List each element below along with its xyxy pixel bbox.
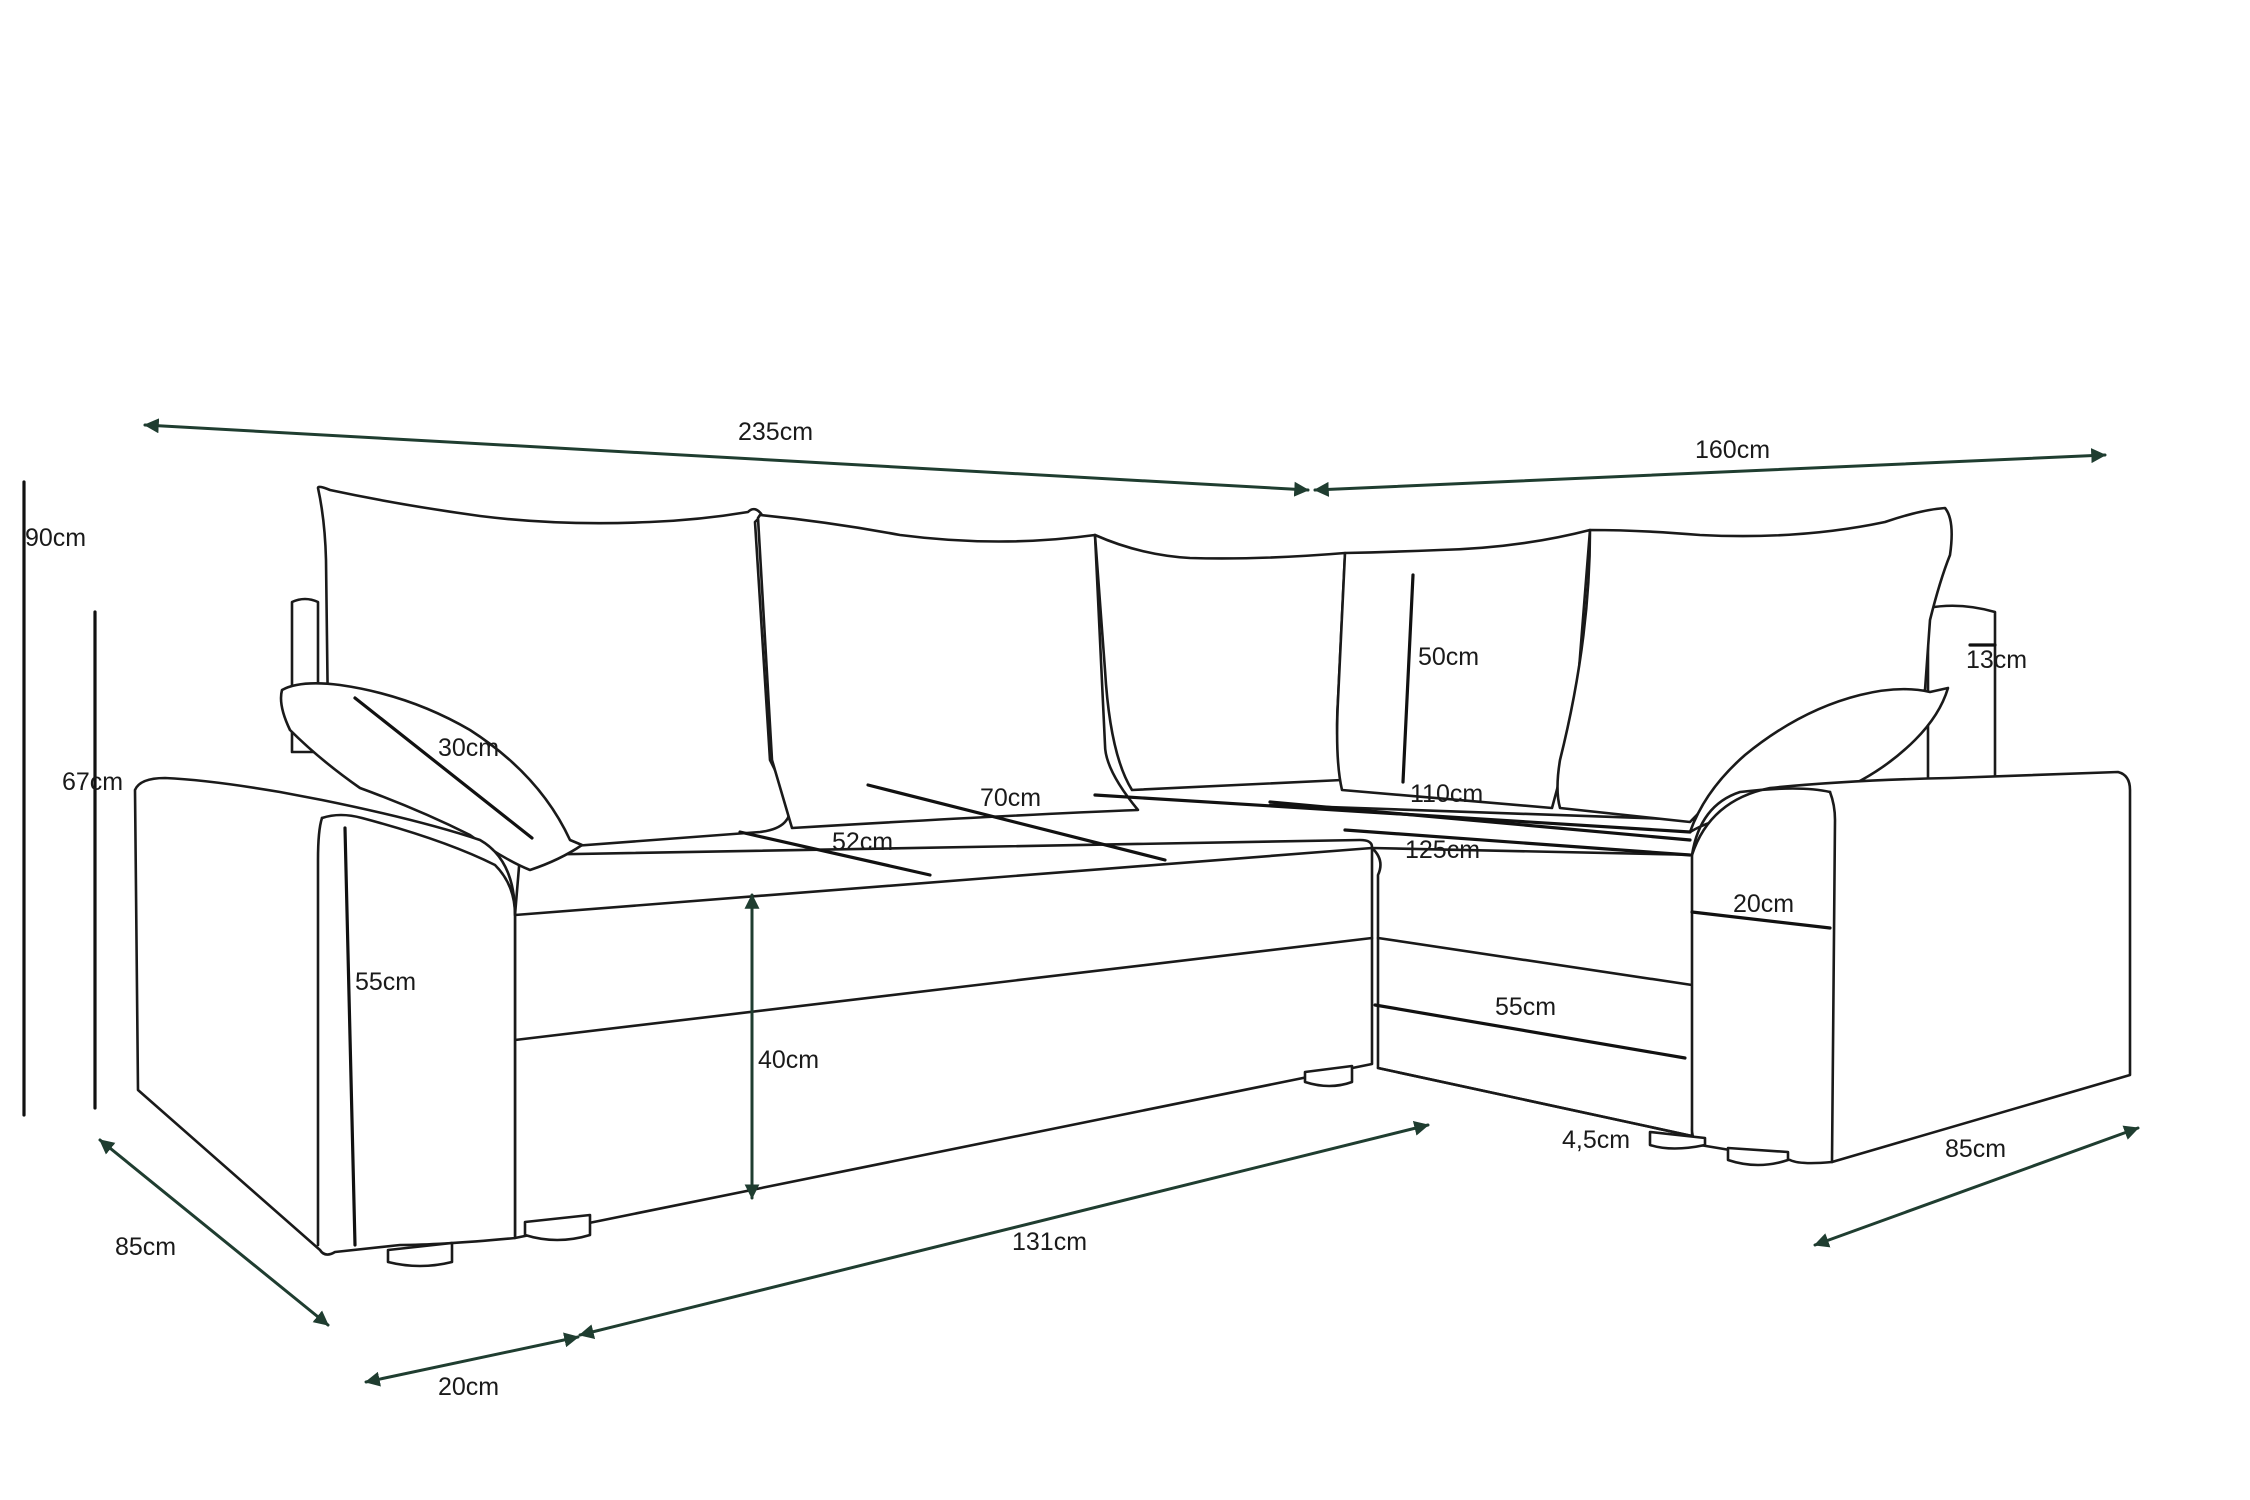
label-20cm-right: 20cm bbox=[1733, 890, 1794, 918]
label-55cm-left: 55cm bbox=[355, 968, 416, 996]
back-cushion-3 bbox=[1093, 533, 1347, 792]
dimension-arrows bbox=[98, 418, 2140, 1387]
label-40cm: 40cm bbox=[758, 1046, 819, 1074]
label-131cm: 131cm bbox=[1012, 1228, 1087, 1256]
foot-5 bbox=[1726, 1146, 1790, 1167]
left-armrest bbox=[133, 776, 517, 1256]
chaise-base bbox=[1370, 846, 1702, 1138]
back-cushion-5 bbox=[1556, 506, 1953, 824]
label-20cm-bottom: 20cm bbox=[438, 1373, 499, 1401]
label-85cm-left: 85cm bbox=[115, 1233, 176, 1261]
main-seat-front-edge bbox=[513, 846, 1374, 917]
line-30cm bbox=[353, 696, 534, 840]
foot-1 bbox=[386, 1241, 454, 1268]
label-235cm: 235cm bbox=[738, 418, 813, 446]
line-110cm-b bbox=[1268, 800, 1692, 842]
label-70cm: 70cm bbox=[980, 784, 1041, 812]
foot-4 bbox=[1648, 1130, 1707, 1150]
arrow-160cm bbox=[1313, 448, 2107, 497]
label-4-5cm: 4,5cm bbox=[1562, 1126, 1630, 1154]
line-70cm bbox=[866, 783, 1167, 862]
line-52cm bbox=[738, 830, 932, 877]
left-throw-pillow bbox=[279, 682, 584, 872]
arrow-depth-right bbox=[1813, 1125, 2140, 1248]
label-85cm-right: 85cm bbox=[1945, 1135, 2006, 1163]
arrow-20cm-bottom bbox=[364, 1332, 580, 1387]
label-13cm: 13cm bbox=[1966, 646, 2027, 674]
left-armrest-front-panel bbox=[316, 816, 324, 1247]
line-55cm-right bbox=[1373, 1003, 1687, 1060]
label-125cm: 125cm bbox=[1405, 836, 1480, 864]
left-armrest-front-face bbox=[320, 813, 517, 917]
label-110cm: 110cm bbox=[1410, 780, 1483, 808]
label-90cm: 90cm bbox=[25, 524, 86, 552]
label-30cm: 30cm bbox=[438, 734, 499, 762]
arrow-depth-left bbox=[98, 1138, 330, 1327]
main-seat-base bbox=[513, 838, 1374, 1240]
line-55cm-left bbox=[343, 826, 357, 1247]
arrow-235cm bbox=[143, 418, 1310, 497]
label-160cm: 160cm bbox=[1695, 436, 1770, 464]
label-67cm: 67cm bbox=[62, 768, 123, 796]
arrow-131cm bbox=[578, 1121, 1430, 1339]
dimension-labels: 235cm 160cm 90cm 67cm 85cm 85cm 30cm 52c… bbox=[25, 418, 2027, 1401]
back-cushion-2 bbox=[756, 513, 1140, 830]
label-50cm: 50cm bbox=[1418, 643, 1479, 671]
line-50cm bbox=[1401, 573, 1415, 784]
right-back-post bbox=[1926, 604, 1997, 782]
right-armrest bbox=[1690, 770, 2132, 1165]
right-armrest-front-panel bbox=[1828, 790, 1837, 1164]
line-20cm-right bbox=[1690, 910, 1832, 930]
chaise-drawer-line-top bbox=[1376, 936, 1694, 987]
label-52cm: 52cm bbox=[832, 828, 893, 856]
main-drawer-line bbox=[513, 936, 1374, 1042]
sofa-outline bbox=[133, 485, 2132, 1268]
measurement-lines bbox=[22, 480, 1997, 1247]
line-125cm bbox=[1343, 828, 1692, 857]
foot-3 bbox=[1303, 1064, 1354, 1088]
right-armrest-front-face bbox=[1690, 787, 1832, 857]
label-55cm-right: 55cm bbox=[1495, 993, 1556, 1021]
chaise-drawer-line-bottom bbox=[1376, 1066, 1694, 1138]
